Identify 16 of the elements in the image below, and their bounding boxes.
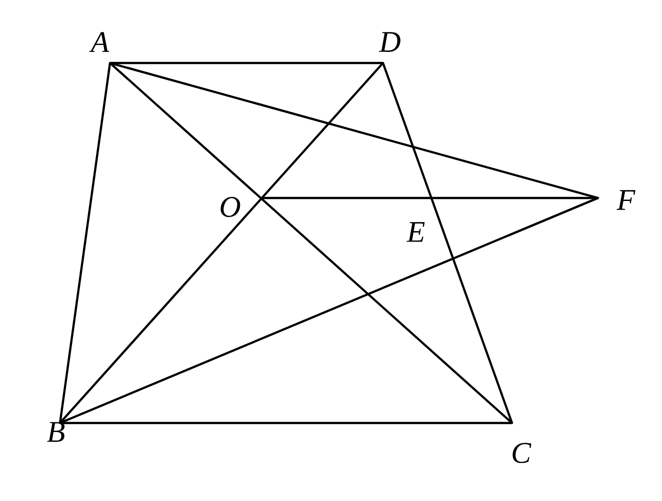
point-label: C <box>512 442 532 464</box>
line-segment <box>109 62 513 424</box>
point-label: D <box>378 32 400 52</box>
line-segment <box>109 62 384 64</box>
line-segment <box>109 62 599 200</box>
point-label: B <box>47 422 65 442</box>
line-segment <box>261 196 599 200</box>
line-segment <box>59 62 384 424</box>
point-label: F <box>616 190 636 210</box>
line-segment <box>58 62 112 424</box>
point-label: O <box>220 196 240 218</box>
line-segment <box>59 196 599 424</box>
point-label: E <box>406 222 425 242</box>
line-segment <box>59 422 513 424</box>
point-label: A <box>89 32 110 52</box>
line-segment <box>382 62 514 424</box>
